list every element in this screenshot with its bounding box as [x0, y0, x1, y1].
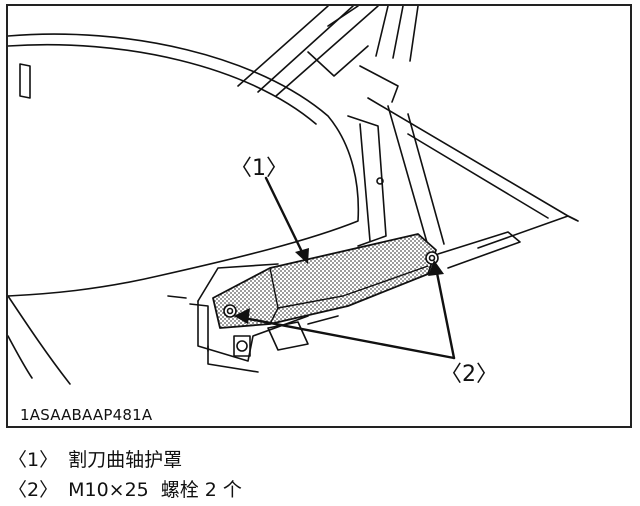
- legend-item-2: 〈2〉 M10×25 螺栓 2 个: [8, 476, 242, 504]
- callout-1: 〈1〉: [230, 156, 288, 181]
- legend-number: 〈2〉: [8, 479, 59, 501]
- legend-number: 〈1〉: [8, 449, 59, 471]
- crank-cover: [212, 233, 437, 329]
- bolt-right: [425, 251, 439, 265]
- figure-code: 1ASAABAAP481A: [20, 406, 153, 424]
- legend-text: 螺栓 2 个: [160, 479, 242, 501]
- technical-illustration: 〈1〉 〈2〉 1ASAABAAP481A: [6, 4, 632, 428]
- leader-2b: [434, 266, 456, 360]
- machine-drawing: [8, 6, 579, 385]
- legend-part-number: M10×25: [68, 479, 149, 501]
- legend-item-1: 〈1〉割刀曲轴护罩: [8, 446, 182, 474]
- body-panel: [8, 33, 360, 297]
- leader-1: [264, 176, 306, 258]
- bolt-left: [223, 304, 237, 318]
- callout-2: 〈2〉: [440, 362, 498, 387]
- legend-text: 割刀曲轴护罩: [68, 449, 183, 471]
- leader-2a: [242, 316, 456, 360]
